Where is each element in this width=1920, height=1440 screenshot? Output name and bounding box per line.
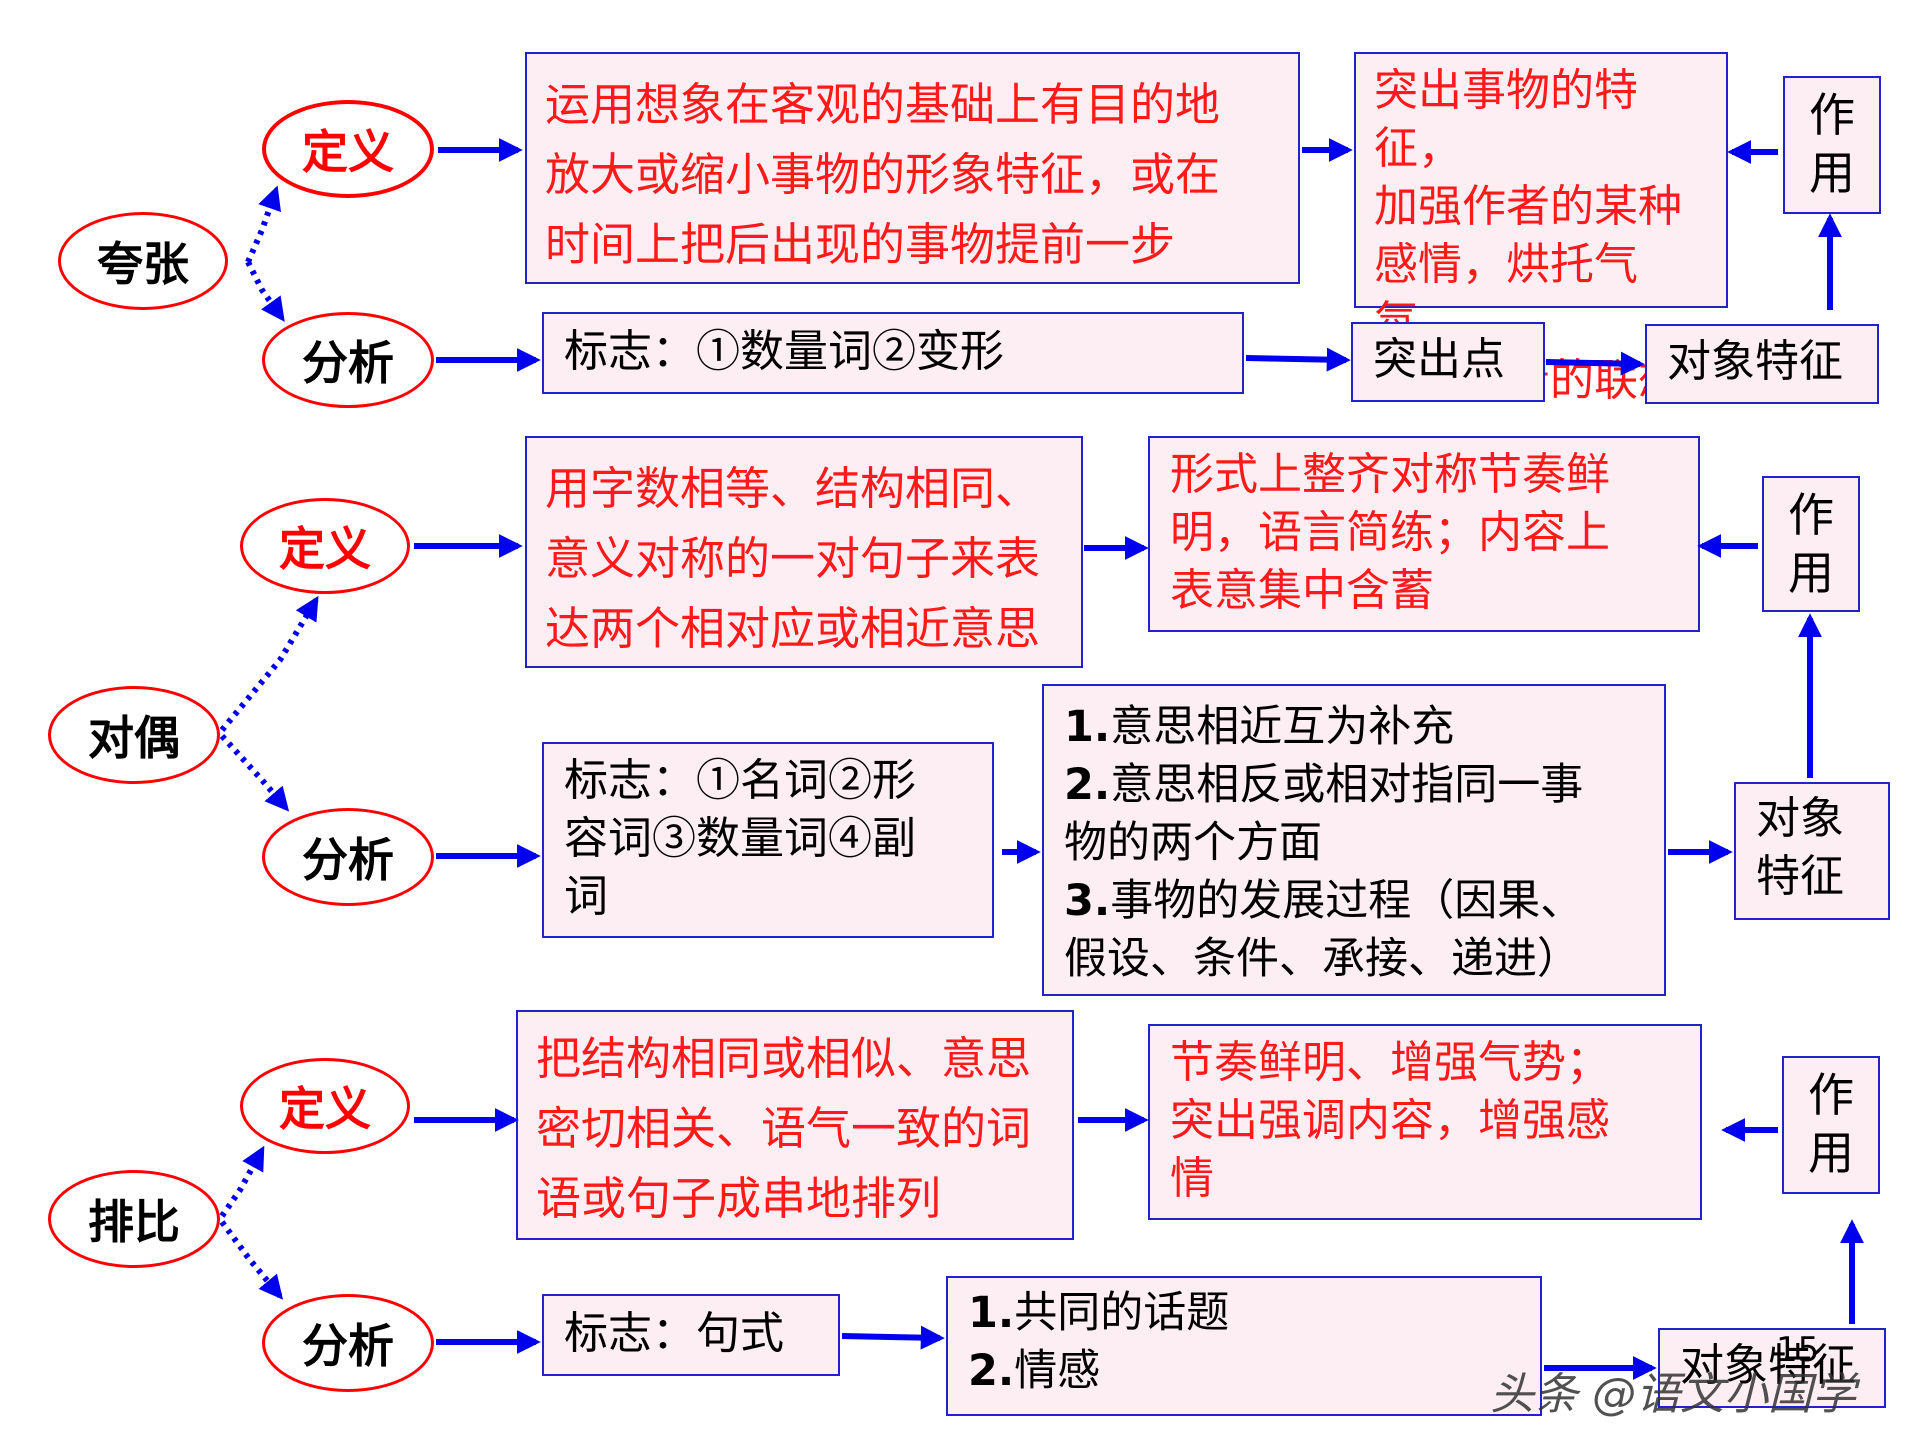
point-text: 意思相反或相对指同一事 物的两个方面 (1064, 760, 1584, 868)
definition-box: 把结构相同或相似、意思 密切相关、语气一致的词 语或句子成串地排列 (516, 1010, 1074, 1240)
point-number: 3. (1064, 876, 1111, 926)
analysis-ellipse: 分析 (262, 1294, 434, 1392)
dotted-arrow (219, 595, 319, 732)
definition-label: 定义 (279, 1082, 371, 1136)
topic-ellipse-duiou: 对偶 (48, 686, 220, 784)
point-number: 1. (1064, 702, 1111, 752)
definition-label: 定义 (279, 522, 371, 576)
relation-point: 3.事物的发展过程（因果、 假设、条件、承接、递进） (1064, 872, 1644, 988)
highlight-point-text: 突出点 (1373, 334, 1505, 385)
topic-ellipse-kuazhang: 夸张 (58, 212, 228, 310)
marker-box: 标志：①数量词②变形 (542, 312, 1244, 394)
marker-text: 标志：①数量词②变形 (564, 326, 1004, 377)
role-box: 作 用 (1783, 76, 1881, 214)
definition-ellipse: 定义 (262, 100, 434, 198)
relation-point: 1.共同的话题 (968, 1284, 1520, 1342)
marker-box: 标志：①名词②形 容词③数量词④副 词 (542, 742, 994, 938)
effect-box: 形式上整齐对称节奏鲜 明，语言简练；内容上 表意集中含蓄 (1148, 436, 1700, 632)
point-number: 2. (1064, 760, 1111, 810)
definition-box: 用字数相等、结构相同、 意义对称的一对句子来表 达两个相对应或相近意思 (525, 436, 1083, 668)
marker-text: 标志：①名词②形 容词③数量词④副 词 (564, 755, 916, 922)
marker-text: 标志：句式 (564, 1308, 784, 1359)
role-text: 作 用 (1808, 1068, 1854, 1180)
object-feature-text: 对象特征 (1680, 1340, 1856, 1391)
dotted-arrow (219, 1145, 265, 1218)
point-text: 意思相近互为补充 (1110, 702, 1455, 752)
dotted-arrow (219, 1220, 284, 1300)
point-text: 事物的发展过程（因果、 假设、条件、承接、递进） (1064, 876, 1584, 984)
marker-box: 标志：句式 (542, 1294, 840, 1376)
effect-text: 形式上整齐对称节奏鲜 明，语言简练；内容上 表意集中含蓄 (1170, 449, 1610, 616)
effect-box: 突出事物的特征， 加强作者的某种 感情，烘托气氛， 引起读者的联想 (1354, 52, 1728, 406)
relation-point: 2.情感 (968, 1342, 1520, 1400)
page-number: 15 (1776, 1330, 1820, 1370)
definition-text: 用字数相等、结构相同、 意义对称的一对句子来表 达两个相对应或相近意思 (545, 462, 1041, 655)
dotted-arrow (219, 733, 290, 812)
analysis-label: 分析 (302, 833, 394, 887)
point-text: 共同的话题 (1014, 1288, 1230, 1338)
definition-ellipse: 定义 (240, 1058, 410, 1154)
definition-text: 把结构相同或相似、意思 密切相关、语气一致的词 语或句子成串地排列 (536, 1032, 1032, 1225)
point-number: 1. (968, 1288, 1015, 1338)
point-text: 情感 (1014, 1346, 1101, 1396)
topic-label: 夸张 (97, 237, 189, 291)
analysis-label: 分析 (302, 1319, 394, 1373)
relation-point: 1.意思相近互为补充 (1064, 698, 1644, 756)
effect-text: 节奏鲜明、增强气势； 突出强调内容，增强感 情 (1170, 1037, 1610, 1204)
dotted-arrow (245, 260, 285, 322)
analysis-label: 分析 (302, 336, 394, 390)
analysis-ellipse: 分析 (262, 312, 434, 408)
highlight-point-box: 突出点 (1351, 322, 1545, 402)
watermark: 头条 @语文小国学 (1490, 1369, 1856, 1420)
analysis-ellipse: 分析 (262, 808, 434, 906)
role-text: 作 用 (1809, 88, 1855, 200)
topic-label: 排比 (88, 1195, 180, 1249)
role-box: 作 用 (1762, 476, 1860, 612)
dotted-arrow (245, 185, 281, 264)
definition-label: 定义 (302, 125, 394, 179)
object-feature-text: 对象特征 (1667, 336, 1843, 387)
relation-point: 2.意思相反或相对指同一事 物的两个方面 (1064, 756, 1644, 872)
object-feature-box: 对象特征 (1658, 1328, 1886, 1408)
object-feature-box: 对象特征 (1645, 324, 1879, 404)
role-text: 作 用 (1788, 488, 1834, 600)
role-box: 作 用 (1782, 1056, 1880, 1194)
object-feature-text: 对象 特征 (1756, 793, 1844, 902)
arrow (1545, 351, 1645, 376)
definition-ellipse: 定义 (240, 498, 410, 594)
definition-box: 运用想象在客观的基础上有目的地 放大或缩小事物的形象特征，或在 时间上把后出现的… (525, 52, 1300, 284)
arrow (1245, 347, 1351, 372)
effect-box: 节奏鲜明、增强气势； 突出强调内容，增强感 情 (1148, 1024, 1702, 1220)
topic-label: 对偶 (88, 711, 180, 765)
relation-points-box: 1.共同的话题 2.情感 (946, 1276, 1542, 1416)
definition-text: 运用想象在客观的基础上有目的地 放大或缩小事物的形象特征，或在 时间上把后出现的… (545, 78, 1221, 271)
topic-ellipse-paibi: 排比 (48, 1170, 220, 1268)
relation-points-box: 1.意思相近互为补充 2.意思相反或相对指同一事 物的两个方面 3.事物的发展过… (1042, 684, 1666, 996)
arrow (841, 1325, 945, 1350)
point-number: 2. (968, 1346, 1015, 1396)
object-feature-box: 对象 特征 (1734, 782, 1890, 920)
